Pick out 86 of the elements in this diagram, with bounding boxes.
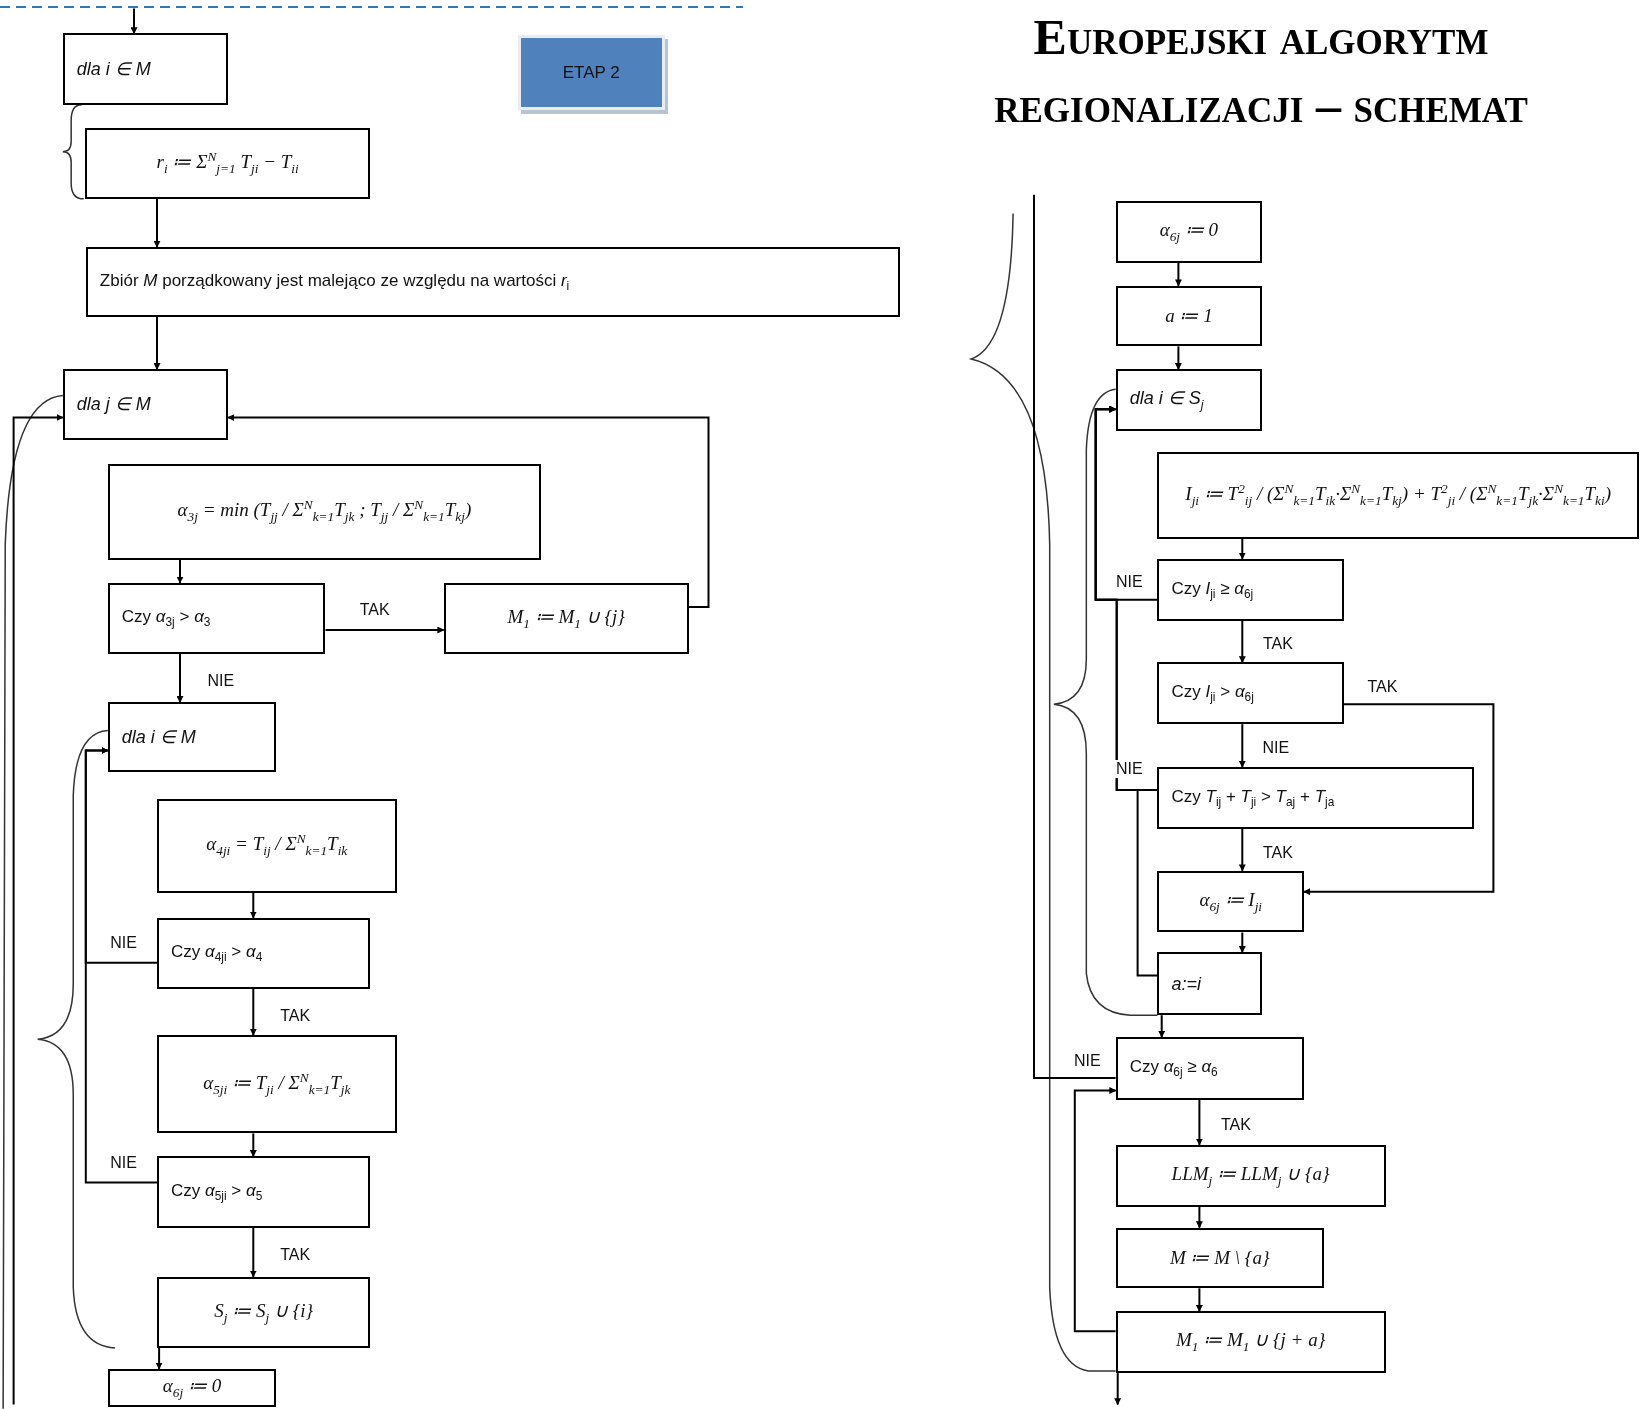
loop-box (1115, 369, 1263, 432)
step-text: Zbiór M porządkowany jest malejąco ze względu na wartości r$_{i}$ (99, 269, 570, 295)
arrow (1174, 345, 1182, 371)
step-text: Czy α$_{4ji}$ > α$_{4}$ (170, 941, 263, 966)
edge-label: NIE (1113, 760, 1145, 779)
formula-box (1157, 870, 1304, 933)
arrow (249, 1226, 257, 1278)
formula-text: r$_{i}$ ≔ Σ$^{N}$$_{j=1}$ T$_{ji}$ − T$_{ii}$ (156, 148, 299, 178)
arrow (1195, 1205, 1203, 1229)
process-box (107, 582, 326, 655)
formula-text: α$_{6j}$ ≔ 0 (1159, 218, 1219, 246)
step-text: a:=i (1171, 972, 1201, 995)
arrow (1238, 538, 1246, 560)
arrow (1195, 1098, 1203, 1146)
formula-text: S$_{j}$ ≔ S$_{j}$ ∪ {i} (214, 1298, 314, 1327)
step-text: Czy T$_{ij}$ + T$_{ji}$ > T$_{aj}$ + T$_{ja}$ (1171, 785, 1335, 811)
title: Europejski algorytm regionalizacji – schemat (993, 8, 1529, 135)
process-box (156, 917, 371, 989)
arrow (1238, 723, 1246, 769)
formula-text: α$_{6j}$ ≔ I$_{ji}$ (1199, 887, 1262, 916)
step-text: Czy α$_{6j}$ ≥ α$_{6}$ (1129, 1056, 1218, 1081)
arrow (1174, 261, 1182, 287)
arrow (249, 1132, 257, 1158)
step-text: dla j ∈ M (76, 393, 151, 416)
formula-text: M$_{1}$ ≔ M$_{1}$ ∪ {j + a} (1176, 1328, 1326, 1356)
process-box (156, 1156, 371, 1228)
arrow (1303, 703, 1495, 896)
arrow (1195, 1287, 1203, 1313)
stage-text: ETAP 2 (562, 61, 620, 83)
formula-text: α$_{3j}$ = min (T$_{jj}$ / Σ$^{N}$$_{k=1}$T$_{jk}$ ; T$_{jj}$ / Σ$^{N}$$_{k=1}$T$_{kj}$) (177, 497, 472, 527)
arrow (12, 414, 64, 1406)
formula-box (84, 127, 371, 199)
arrow (1094, 405, 1159, 977)
step-text: Czy I$_{ji}$ ≥ α$_{6j}$ (1171, 577, 1254, 602)
formula-box (156, 1035, 397, 1134)
arrow (176, 653, 184, 704)
process-box (1157, 662, 1344, 725)
arrow (1114, 1372, 1122, 1406)
process-box (85, 247, 901, 318)
formula-text: M$_{1}$ ≔ M$_{1}$ ∪ {j} (507, 604, 625, 633)
formula-box (1115, 200, 1263, 263)
process-box (1157, 767, 1474, 829)
arrow (153, 197, 161, 248)
formula-text: a ≔ 1 (1165, 304, 1213, 328)
step-text: Czy α$_{3j}$ > α$_{3}$ (121, 606, 211, 631)
step-text: Czy α$_{5ji}$ > α$_{5}$ (170, 1179, 263, 1205)
formula-box (1157, 452, 1639, 539)
process-box (1115, 1037, 1304, 1100)
arrow (1073, 1087, 1117, 1333)
loop-box (62, 369, 229, 440)
arrow (1238, 619, 1246, 664)
arrow (227, 414, 710, 608)
formula-box (1115, 285, 1263, 347)
step-text: dla i ∈ S$_{j}$ (1129, 387, 1204, 414)
arrow (324, 626, 445, 634)
formula-box (1115, 1227, 1324, 1289)
arrow (84, 746, 158, 1184)
arrow (1238, 827, 1246, 872)
loop-box (62, 33, 229, 105)
formula-text: I$_{ji}$ ≔ T$^{2}$$_{ij}$ / (Σ$^{N}$$_{k=1}$T$_{ik}$·Σ$^{N}$$_{k=1}$T$_{kj}$) + T$^{2}$$_{ji}$ / (Σ$^{N}$$_{k=1}$T$_{jk}$·Σ$^{N}$$_{k=1}$T$_{ki}$) (1185, 481, 1612, 510)
formula-text: α$_{6j}$ ≔ 0 (162, 1374, 222, 1402)
formula-text: LLM$_{j}$ ≔ LLM$_{j}$ ∪ {a} (1171, 1162, 1330, 1190)
loop-box (1157, 952, 1263, 1016)
step-text: Czy I$_{ji}$ > α$_{6j}$ (1171, 681, 1254, 706)
arrow (130, 7, 138, 35)
arrow (176, 558, 184, 584)
formula-box (156, 798, 397, 893)
arrow (249, 891, 257, 919)
arrow (1158, 1014, 1166, 1039)
formula-box (1115, 1311, 1386, 1374)
formula-box (156, 1276, 371, 1348)
formula-box (443, 582, 689, 655)
arrow (1238, 931, 1246, 954)
formula-text: α$_{4ji}$ = T$_{ij}$ / Σ$^{N}$$_{k=1}$T$_{ik}$ (206, 831, 348, 860)
arrow (153, 316, 161, 371)
step-text: dla i ∈ M (121, 726, 196, 749)
formula-box (1115, 1144, 1386, 1207)
loop-box (107, 702, 277, 773)
arrow (249, 988, 257, 1036)
formula-text: M ≔ M \ {a} (1169, 1246, 1270, 1270)
step-text: dla i ∈ M (76, 57, 151, 81)
formula-text: α$_{5ji}$ ≔ T$_{ji}$ / Σ$^{N}$$_{k=1}$T$_{jk}$ (203, 1069, 351, 1099)
formula-box (107, 463, 542, 560)
process-box (1157, 558, 1344, 621)
formula-box (107, 1368, 277, 1407)
arrow (155, 1347, 163, 1370)
